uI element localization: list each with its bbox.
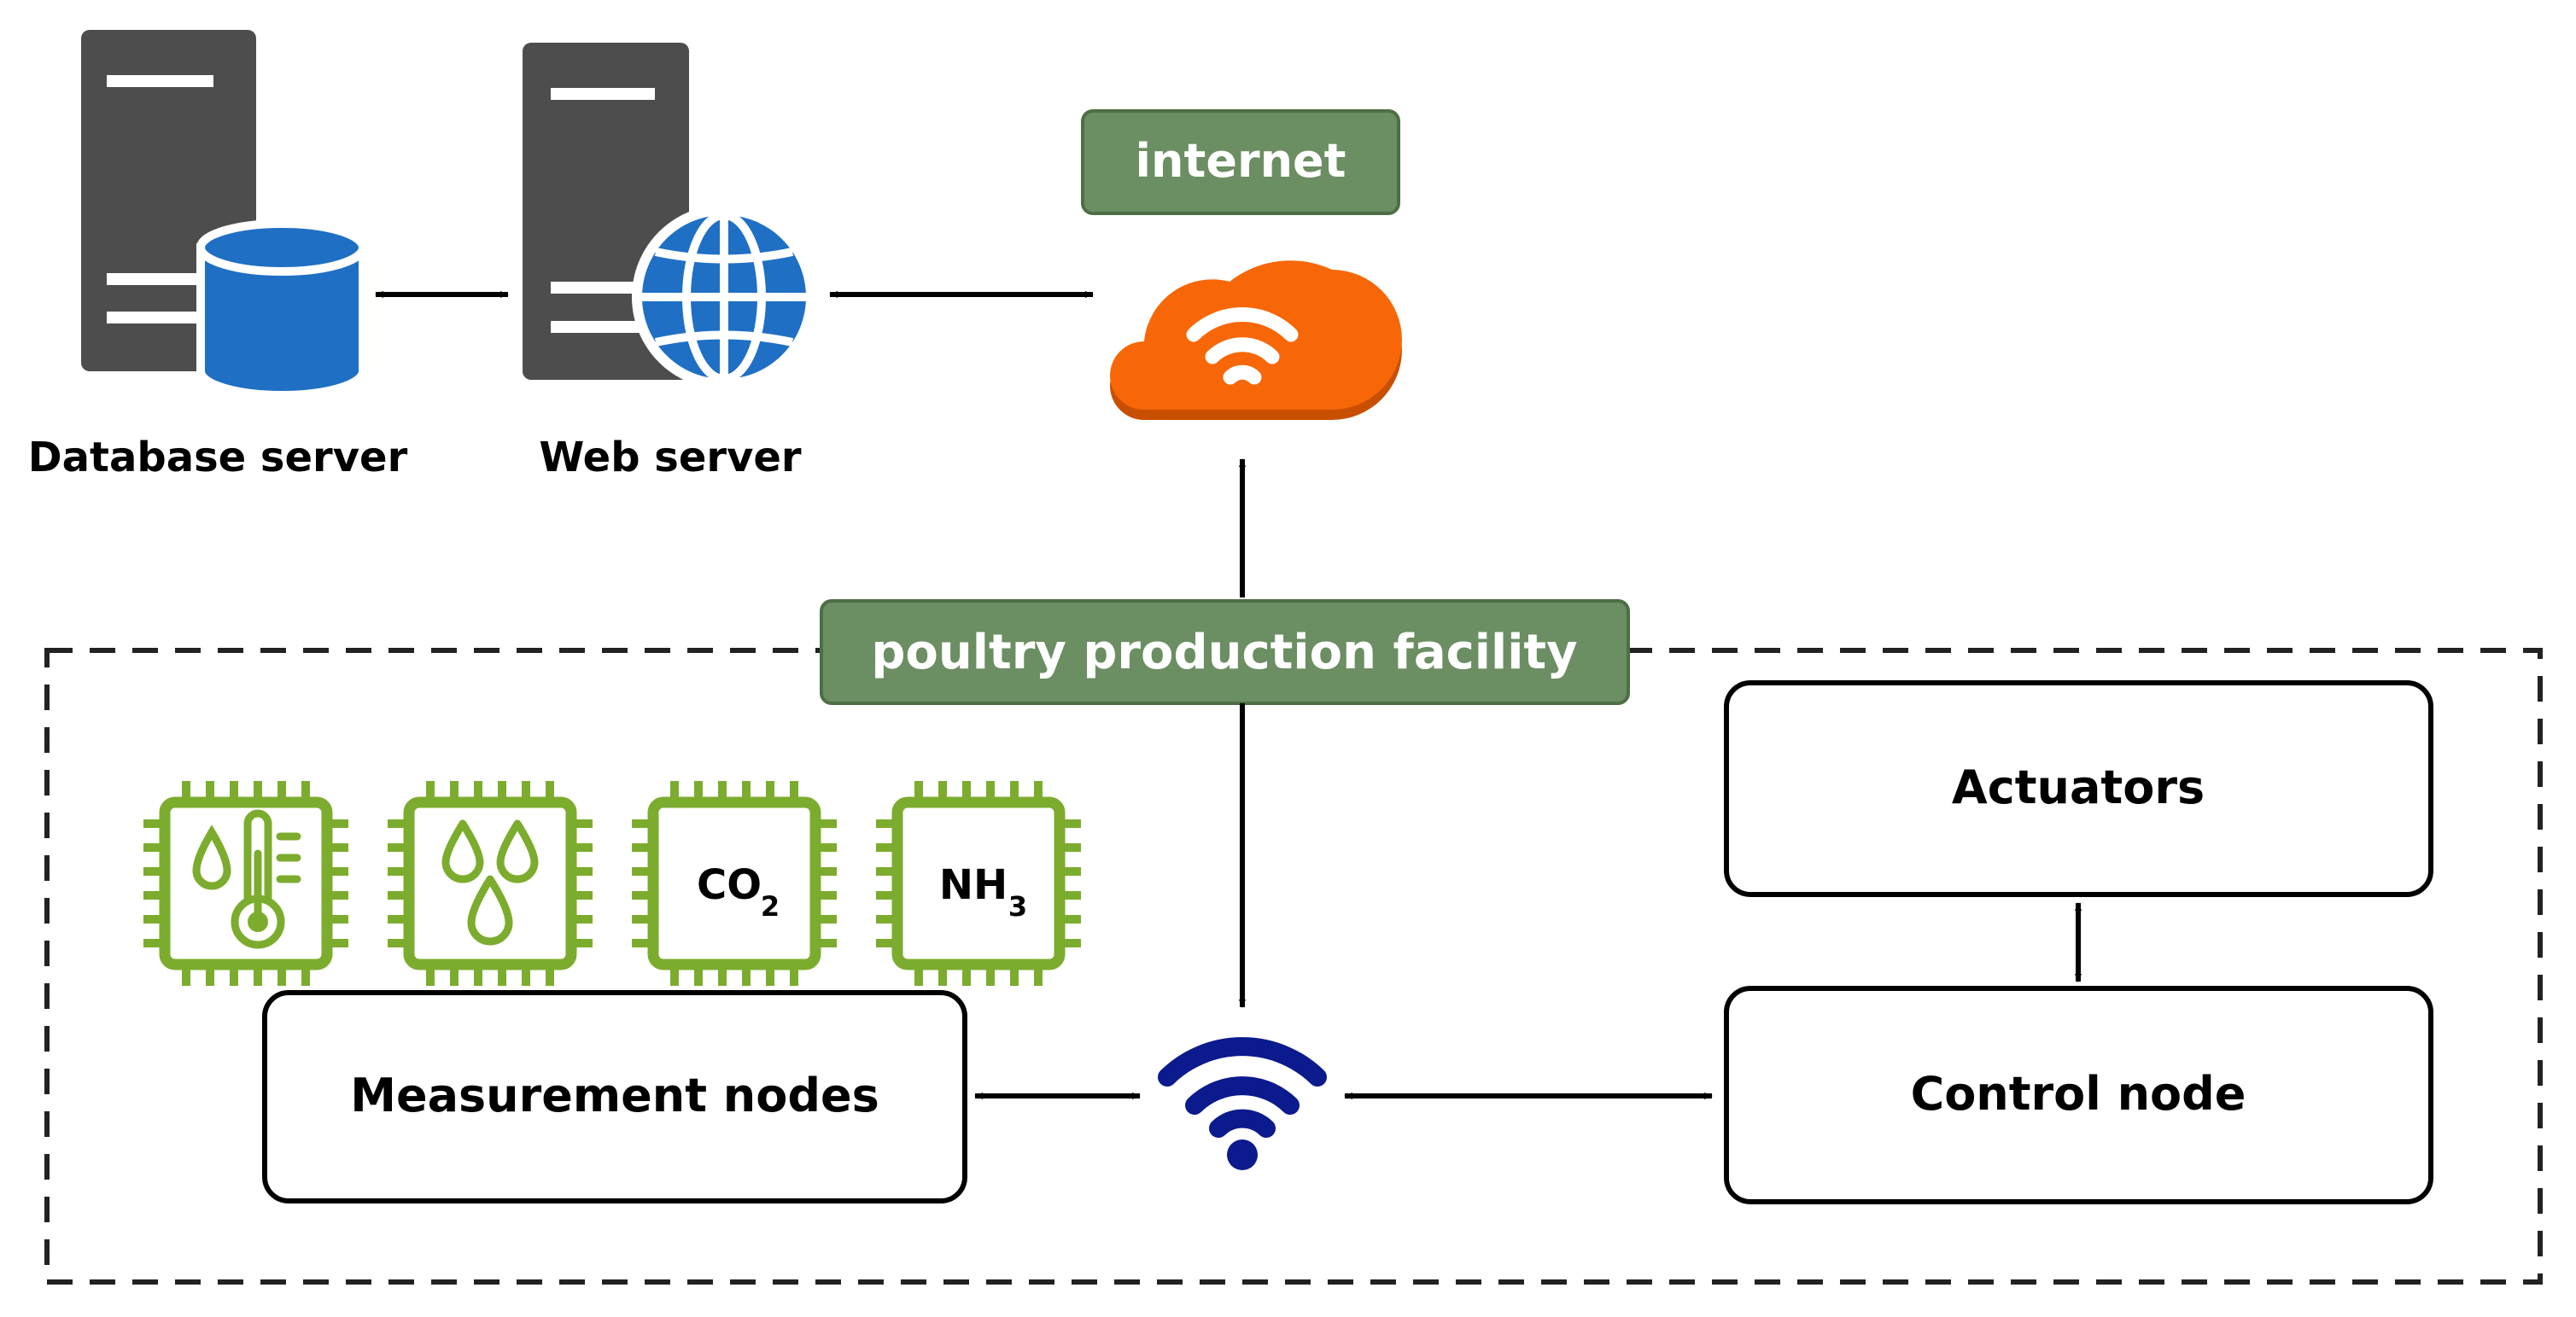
cloud-wifi-icon: [1110, 260, 1402, 420]
measurement-nodes-label: Measurement nodes: [350, 1069, 879, 1122]
measurement-nodes-box: Measurement nodes: [262, 990, 967, 1203]
internet-label-box: internet: [1081, 109, 1400, 215]
globe-icon: [632, 205, 816, 389]
control-node-label: Control node: [1911, 1067, 2246, 1121]
nh3-subscript: 3: [1008, 890, 1027, 923]
actuators-label: Actuators: [1952, 760, 2205, 814]
nh3-sensor-icon: NH 3: [876, 781, 1081, 986]
co2-label: CO: [697, 861, 762, 909]
actuators-box: Actuators: [1724, 680, 2433, 897]
web-server-icon: [523, 43, 816, 389]
web-server-label: Web server: [539, 434, 802, 481]
temperature-sensor-icon: [143, 781, 348, 986]
database-server-label: Database server: [28, 434, 408, 481]
nh3-label: NH: [939, 861, 1008, 909]
database-server-icon: [81, 30, 367, 399]
internet-label: internet: [1136, 134, 1346, 188]
facility-label-box: poultry production facility: [820, 599, 1630, 705]
humidity-sensor-icon: [388, 781, 593, 986]
control-node-box: Control node: [1724, 986, 2433, 1204]
database-icon: [196, 219, 367, 399]
wifi-icon: [1158, 1037, 1327, 1170]
co2-subscript: 2: [761, 890, 780, 923]
facility-label: poultry production facility: [871, 625, 1577, 680]
co2-sensor-icon: CO 2: [632, 781, 837, 986]
